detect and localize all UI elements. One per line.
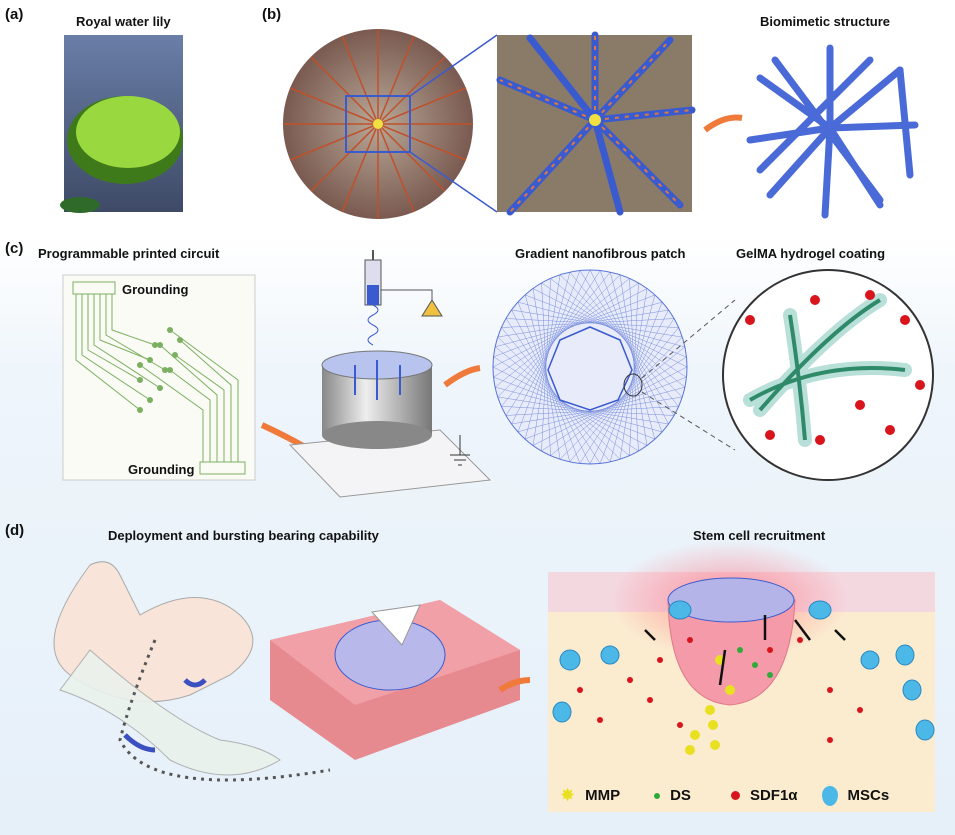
arrow-icon <box>498 677 531 693</box>
cell-icon <box>821 785 838 806</box>
dot-icon <box>654 792 661 799</box>
fiber-line <box>541 356 687 452</box>
panel-d-label: (d) <box>5 522 25 539</box>
coating-title: GelMA hydrogel coating <box>736 246 886 261</box>
legend-sdf1a: SDF1α <box>749 787 798 804</box>
arm-illustration <box>53 561 331 782</box>
star-icon: ✸ <box>560 785 576 805</box>
dot-icon <box>730 791 740 800</box>
water-lily-photo <box>60 35 183 213</box>
skin-patch-illustration <box>270 600 520 760</box>
electrospinning-setup <box>288 250 492 498</box>
leaf-zoom-image <box>496 31 696 216</box>
leaf-underside-image <box>283 29 498 219</box>
panel-b-title: Biomimetic structure <box>760 14 891 29</box>
grounding-bottom-label: Grounding <box>128 462 195 477</box>
printed-circuit-board <box>62 274 256 481</box>
panel-a-title: Royal water lily <box>76 14 171 29</box>
panel-c-label: (c) <box>5 240 24 257</box>
legend-mmp: MMP <box>585 787 621 804</box>
legend-mscs: MSCs <box>847 787 890 804</box>
circuit-title: Programmable printed circuit <box>38 246 220 261</box>
nanofibrous-patch <box>492 269 688 465</box>
gelma-coating-detail <box>722 269 934 481</box>
arrow-icon <box>443 365 481 388</box>
biomimetic-structure <box>746 44 919 219</box>
legend-ds: DS <box>670 787 691 804</box>
panel-b-label: (b) <box>262 6 282 23</box>
legend: ✸ MMP DS SDF1α MSCs <box>560 785 889 806</box>
recruitment-title: Stem cell recruitment <box>693 528 826 543</box>
panel-a-label: (a) <box>5 6 24 23</box>
patch-title: Gradient nanofibrous patch <box>515 246 686 261</box>
stem-cell-recruitment-diagram <box>548 540 935 812</box>
arrow-icon <box>703 114 743 133</box>
grounding-top-label: Grounding <box>122 282 189 297</box>
deployment-title: Deployment and bursting bearing capabili… <box>108 528 379 543</box>
